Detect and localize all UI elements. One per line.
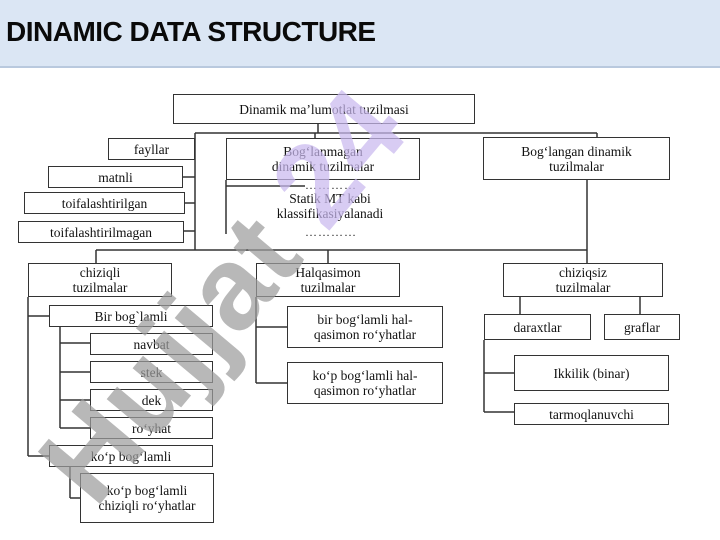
daraxtlar-node: daraxtlar [484,314,591,340]
boglanmagan-line2: dinamik tuzilmalar [271,159,375,174]
kop-boglamli-label: ko‘p bog‘lamli [90,448,172,464]
root-label: Dinamik ma’lumotlat tuzilmasi [239,101,409,117]
dek-label: dek [141,392,162,408]
navbat-node: navbat [90,333,213,355]
halqasimon-node: Halqasimon tuzilmalar [256,263,400,297]
stek-node: stek [90,361,213,383]
kop-chiziqli-node: ko‘p bog‘lamli chiziqli ro‘yhatlar [80,473,214,523]
root-node: Dinamik ma’lumotlat tuzilmasi [173,94,475,124]
boglangan-line2: tuzilmalar [549,158,604,174]
chiziqli-line2: tuzilmalar [72,280,128,295]
statik-line2: klassifikasiyalanadi [276,206,384,221]
kop-chiziqli-line1: ko‘p bog‘lamli [106,483,188,498]
halqasimon-line1: Halqasimon [295,265,361,280]
royhat-label: ro‘yhat [132,420,171,436]
bir-boglamli-label: Bir bog`lamli [94,308,168,324]
chiziqli-line1: chiziqli [79,265,121,280]
toifalashtirilgan-node: toifalashtirilgan [24,192,185,214]
kop-chiziqli-line2: chiziqli ro‘yhatlar [98,498,196,513]
page-title: DINAMIC DATA STRUCTURE [6,16,376,47]
ellipsis-top: ………… [305,178,357,192]
boglangan-node: Bog‘langan dinamik tuzilmalar [483,137,670,180]
kop-boglamli-node: ko‘p bog‘lamli [49,445,213,467]
statik-line1: Statik MT kabi [289,191,371,206]
fayllar-node: fayllar [108,138,195,160]
matnli-node: matnli [48,166,183,188]
chiziqsiz-line1: chiziqsiz [559,265,607,280]
kop-halqa-line1: ko‘p bog‘lamli hal- [312,368,418,383]
matnli-label: matnli [98,169,133,185]
daraxtlar-label: daraxtlar [513,319,562,335]
boglangan-line1: Bog‘langan dinamik [521,143,632,159]
chiziqsiz-line2: tuzilmalar [555,280,611,295]
ikkilik-label: Ikkilik (binar) [553,365,630,381]
dek-node: dek [90,389,213,411]
kop-halqa-line2: qasimon ro‘yhatlar [313,383,417,398]
chiziqsiz-node: chiziqsiz tuzilmalar [503,263,663,297]
toifalashtirilmagan-label: toifalashtirilmagan [50,224,152,240]
chiziqli-node: chiziqli tuzilmalar [28,263,172,297]
boglanmagan-line1: Bog‘lanmagan [283,144,363,159]
boglanmagan-node: Bog‘lanmagan dinamik tuzilmalar [226,138,420,180]
stek-label: stek [140,364,163,380]
toifalashtirilgan-label: toifalashtirilgan [61,195,148,211]
statik-text: Statik MT kabi klassifikasiyalanadi [255,191,405,221]
bir-halqa-line1: bir bog‘lamli hal- [317,312,413,327]
toifalashtirilmagan-node: toifalashtirilmagan [18,221,184,243]
navbat-label: navbat [133,336,170,352]
bir-boglamli-node: Bir bog`lamli [49,305,213,327]
graflar-node: graflar [604,314,680,340]
fayllar-label: fayllar [133,141,170,157]
bir-halqa-node: bir bog‘lamli hal- qasimon ro‘yhatlar [287,306,443,348]
tarmoq-label: tarmoqlanuvchi [549,406,634,422]
kop-halqa-node: ko‘p bog‘lamli hal- qasimon ro‘yhatlar [287,362,443,404]
bir-halqa-line2: qasimon ro‘yhatlar [313,327,417,342]
royhat-node: ro‘yhat [90,417,213,439]
title-bar: DINAMIC DATA STRUCTURE [0,0,720,68]
tarmoq-node: tarmoqlanuvchi [514,403,669,425]
ellipsis-bottom: ………… [305,225,357,239]
halqasimon-line2: tuzilmalar [300,280,356,295]
ikkilik-node: Ikkilik (binar) [514,355,669,391]
graflar-label: graflar [624,319,660,335]
